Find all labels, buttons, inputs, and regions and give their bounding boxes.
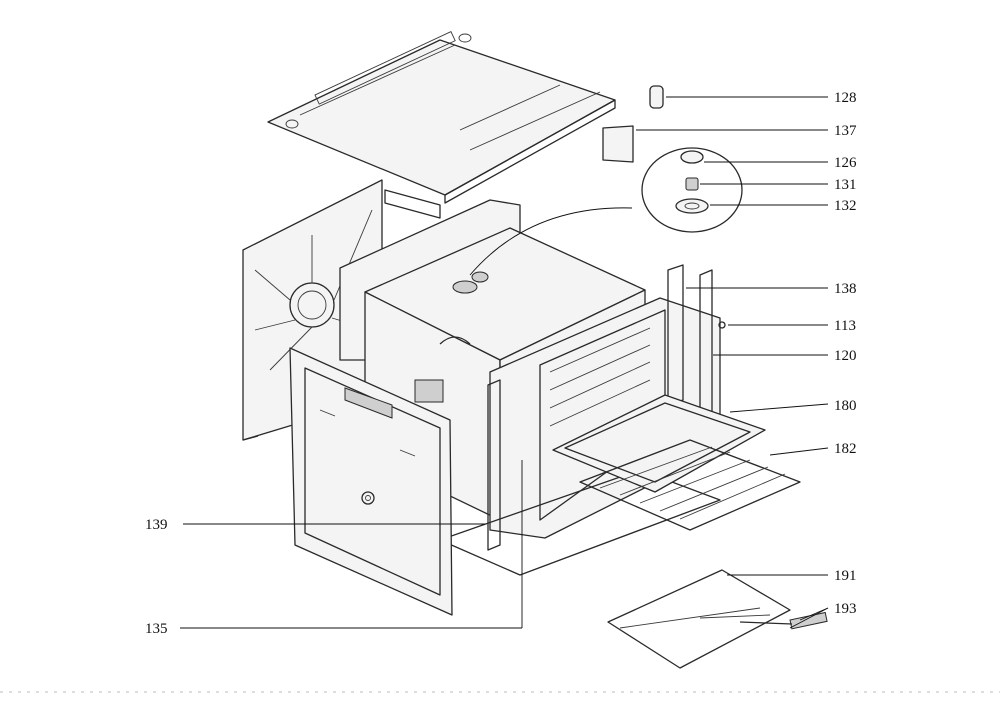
callout-120: 120 xyxy=(834,348,857,364)
callout-113: 113 xyxy=(834,318,856,334)
callout-135: 135 xyxy=(145,621,168,637)
oven-base xyxy=(439,469,721,576)
top-cover-panel xyxy=(267,31,616,204)
callout-137: 137 xyxy=(834,123,857,139)
rotisserie-frame xyxy=(607,569,791,669)
callout-191: 191 xyxy=(834,568,857,584)
callout-131: 131 xyxy=(834,177,857,193)
oven-door xyxy=(289,347,453,616)
callout-126: 126 xyxy=(834,155,857,171)
lamp-assembly xyxy=(602,85,743,233)
callout-labels: 128 137 126 131 132 138 113 120 180 182 … xyxy=(145,90,857,637)
callout-182: 182 xyxy=(834,441,857,457)
oven-tray xyxy=(552,394,766,493)
callout-139: 139 xyxy=(145,517,168,533)
leader-lines xyxy=(180,96,829,629)
screw-113 xyxy=(718,321,726,329)
callout-180: 180 xyxy=(834,398,857,414)
callout-138: 138 xyxy=(834,281,857,297)
callout-132: 132 xyxy=(834,198,857,214)
wire-rack xyxy=(579,439,801,531)
callout-193: 193 xyxy=(834,601,857,617)
callout-128: 128 xyxy=(834,90,857,106)
